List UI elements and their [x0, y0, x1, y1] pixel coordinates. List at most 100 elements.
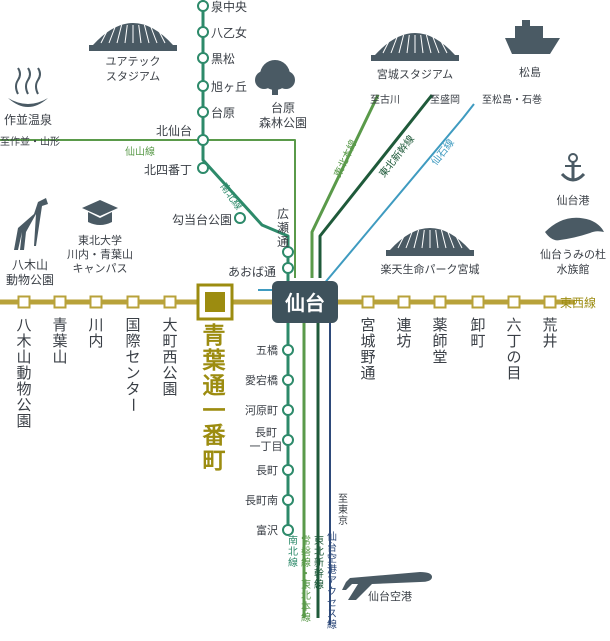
- shinkansen-south-label-char: 線: [314, 578, 324, 591]
- miyagi-stadium-icon-rib: [390, 34, 399, 54]
- tokyo-dest-label-char: 東: [338, 503, 348, 516]
- rakuten-stadium-icon-rib: [405, 229, 414, 249]
- tozai-west-marker: [17, 295, 31, 309]
- tozai-west-label-char: 青: [52, 316, 67, 334]
- tozai-east-label-char: 荒: [542, 316, 557, 334]
- tozai-west-marker: [126, 295, 140, 309]
- tozai-east-label-char: 通: [360, 364, 375, 382]
- tohoku-univ-label-line: 東北大学: [78, 233, 122, 247]
- shinkansen-line: [318, 94, 434, 278]
- airport-label: 仙台空港: [368, 589, 412, 603]
- tozai-east-marker: [397, 295, 411, 309]
- senseki-line: [322, 103, 475, 286]
- namboku-south-marker: [282, 524, 294, 536]
- joban-line-label-char: 磐: [301, 545, 311, 558]
- highlight-station-label-char: 一: [203, 398, 226, 424]
- rakuten-stadium-icon-rib: [421, 229, 425, 249]
- namboku-south-marker: [282, 494, 294, 506]
- tozai-west-label-char: ー: [124, 397, 142, 412]
- station-0-marker: [197, 0, 209, 12]
- yurtec-stadium-icon-rib: [124, 24, 128, 44]
- tree-crown-left: [255, 71, 273, 89]
- tohoku-univ-label-line: 川内・青葉山: [67, 247, 133, 261]
- joban-line-label: 常磐線・東北本線: [301, 534, 311, 624]
- joban-line-label-char: 東: [301, 578, 311, 591]
- station-7-marker: [234, 212, 246, 224]
- station-6-marker: [197, 162, 209, 174]
- station-1-marker: [197, 26, 209, 38]
- daihara-label-line: 台原: [271, 100, 295, 115]
- station-4-marker: [197, 106, 209, 118]
- rakuten-stadium-icon-base: [386, 250, 474, 256]
- tozai-east-marker: [507, 295, 521, 309]
- sakunami-dest-label: 至作並・山形: [0, 135, 60, 148]
- tozai-west-label-char: タ: [125, 380, 140, 398]
- airport-line-label-char: 線: [327, 618, 337, 631]
- senzan-line-east: [203, 139, 296, 278]
- namboku-south-marker: [282, 404, 294, 416]
- morioka-dest-label: 至盛岡: [430, 93, 460, 106]
- tozai-west-label-char: 大: [162, 316, 177, 334]
- namboku-south-label: 長町南: [245, 494, 278, 507]
- tozai-east-label-char: 堂: [432, 348, 447, 366]
- tozai-west-marker: [163, 295, 177, 309]
- daihara-label-line: 森林公園: [259, 115, 307, 130]
- yurtec-stadium-icon-rib: [100, 24, 111, 44]
- namboku-south-line-label-char: 線: [288, 556, 298, 569]
- aquarium-label-line: 仙台うみの杜: [540, 247, 606, 261]
- tozai-east-label-char: 井: [542, 332, 557, 350]
- namboku-south-marker: [282, 374, 294, 386]
- hirose-label-char: 通: [277, 235, 289, 249]
- highlight-station-label-char: 通: [203, 373, 226, 399]
- airport-line-label-char: ク: [327, 586, 337, 598]
- highlight-station-label-char: 青: [203, 323, 226, 349]
- rakuten-label: 楽天生命パーク宮城: [381, 262, 480, 276]
- rakuten-stadium-icon: [386, 228, 474, 256]
- tokyo-dest-label-char: 京: [338, 514, 348, 527]
- tree-icon: [255, 60, 295, 95]
- namboku-north-label: 北四番丁: [144, 163, 192, 177]
- miyagi-stadium-icon-rib: [398, 34, 405, 54]
- yurtec-stadium-icon-rib: [143, 24, 150, 44]
- tozai-east-label-char: 薬: [432, 316, 447, 334]
- yurtec-stadium-icon-rib: [149, 24, 158, 44]
- namboku-north-label: 八乙女: [211, 25, 247, 40]
- yagiyama-zoo-label-line: 八木山: [12, 258, 48, 272]
- namboku-south-marker: [282, 344, 294, 356]
- miyagi-stadium-icon-rib: [431, 34, 440, 54]
- sendai-hub: [272, 281, 338, 323]
- miyagi-stadium-icon-base: [371, 55, 459, 61]
- tozai-east-label-char: 野: [360, 348, 375, 366]
- tozai-west-label-char: 際: [125, 332, 140, 350]
- yurtec-stadium-icon-rib: [108, 24, 117, 44]
- yurtec-label-line: スタジアム: [106, 70, 160, 83]
- station-3-marker: [197, 80, 209, 92]
- matsushima-label: 松島: [519, 65, 541, 79]
- namboku-south-label: 富沢: [256, 523, 278, 537]
- anchor-arms: [560, 172, 586, 182]
- namboku-north-label: 北仙台: [156, 123, 192, 138]
- airport-line-label-char: 空: [327, 552, 337, 565]
- miyagi-stadium-icon-rib: [406, 34, 410, 54]
- joban-line-label-char: 線: [301, 556, 311, 569]
- miyagi-stadium-label: 宮城スタジアム: [377, 67, 453, 81]
- shinkansen-south-label-char: 東: [314, 534, 324, 547]
- tokyo-dest-label-char: 至: [338, 493, 348, 505]
- namboku-south-label-line: 長町: [255, 426, 277, 439]
- aoba-dori-marker: [282, 262, 294, 274]
- tozai-west-label-char: 山: [16, 348, 31, 366]
- sendai-port-label: 仙台港: [557, 193, 590, 207]
- namboku-south-line-label-char: 北: [288, 546, 298, 558]
- matsushima-dest-label: 至松島・石巻: [482, 93, 542, 106]
- tozai-east-label: 卸町: [470, 316, 485, 350]
